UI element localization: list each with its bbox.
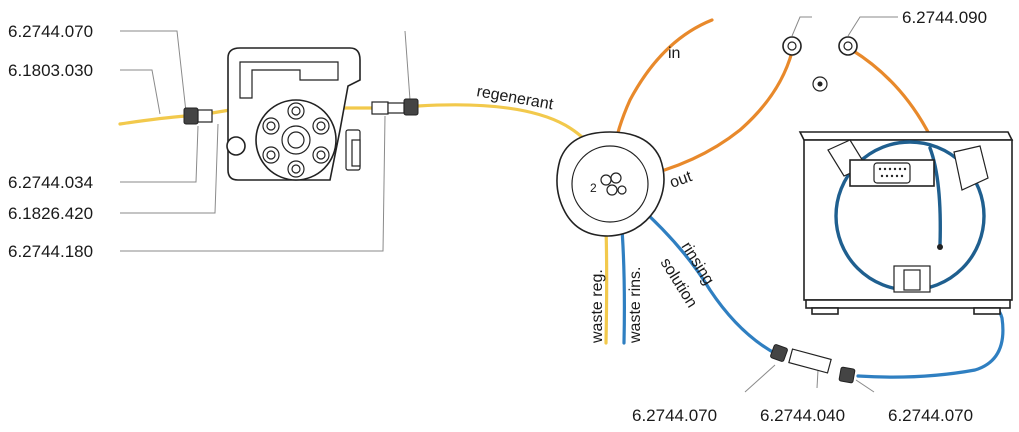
pump-fitting-right — [403, 98, 419, 116]
tube-label-waste-reg: waste reg. — [589, 269, 606, 344]
pump-connector-right — [371, 101, 389, 115]
pump-connector-left — [197, 109, 213, 123]
detector-coil-lead — [928, 146, 942, 247]
tube-label-waste-rins: waste rins. — [627, 267, 644, 344]
pump-rollers — [262, 102, 330, 178]
yellow-tube-inlet — [118, 114, 188, 126]
inline-coupling — [770, 344, 856, 384]
peristaltic-pump — [183, 47, 419, 181]
dsub-pins — [878, 167, 907, 178]
pump-knob[interactable] — [226, 136, 246, 156]
detector-foot-left — [811, 307, 839, 315]
label-bottom-middle: 6.2744.040 — [760, 406, 845, 425]
detector-foot-right — [973, 307, 1001, 315]
tube-label-in: in — [668, 45, 680, 62]
valve-port-number: 2 — [590, 181, 597, 195]
label-pump-connector-3: 6.2744.180 — [8, 242, 93, 261]
tube-label-out: out — [668, 168, 695, 192]
detector-base — [805, 299, 1011, 309]
inlet-couplings — [782, 36, 858, 92]
label-inlet-coupling: 6.2744.090 — [902, 8, 987, 27]
inline-union — [788, 348, 832, 374]
label-bottom-right: 6.2744.070 — [888, 406, 973, 425]
label-pump-connector-2: 6.1826.420 — [8, 204, 93, 223]
label-pump-fitting-left: 6.2744.070 — [8, 22, 93, 41]
orange-tube-detector — [850, 48, 930, 134]
label-bottom-left: 6.2744.070 — [632, 406, 717, 425]
pump-fitting-left — [183, 107, 199, 125]
leader-lines — [120, 16, 898, 393]
label-pump-tubing: 6.1803.030 — [8, 61, 93, 80]
label-pump-connector-1: 6.2744.034 — [8, 173, 93, 192]
coil-clip-right — [953, 145, 989, 191]
inline-nut-right — [838, 366, 856, 384]
blue-tube-rinsing-solution — [618, 188, 780, 357]
pump-lever-grip — [351, 139, 361, 167]
rotary-valve: 2 — [556, 131, 665, 237]
pump-clamp-slot — [239, 61, 339, 99]
dsub-connector[interactable] — [873, 162, 911, 184]
part-number-labels: 6.2744.070 6.1803.030 6.2744.034 6.1826.… — [8, 8, 987, 425]
inline-nut-left — [770, 344, 788, 362]
valve-face — [571, 145, 649, 223]
detector-box — [798, 131, 1014, 315]
detector-top — [798, 131, 1014, 141]
